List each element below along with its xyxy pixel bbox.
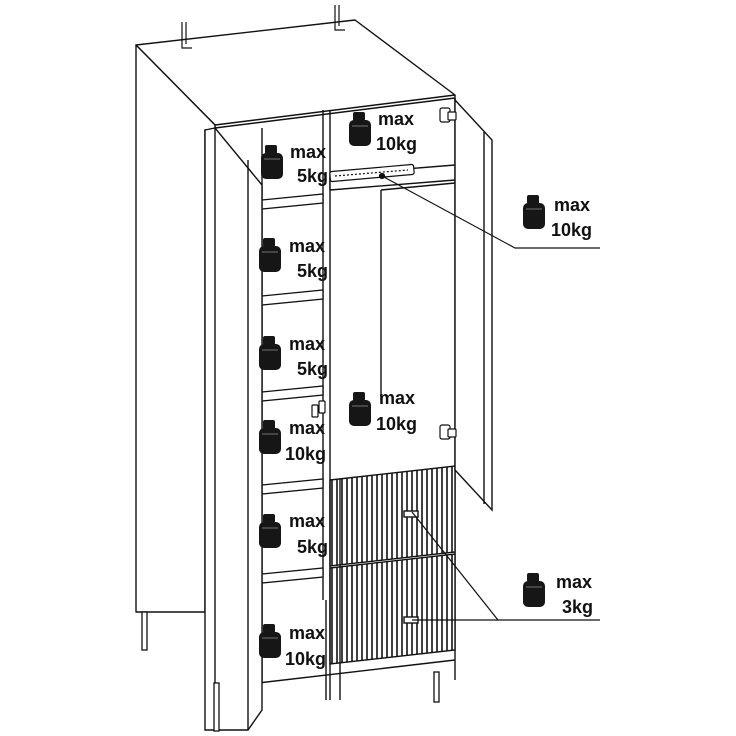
label-max: max [289,334,325,354]
label-capacity: 10kg [285,444,326,464]
label-max: max [289,418,325,438]
label-max: max [289,623,325,643]
left-door [204,127,263,731]
load-label-drawers: max 3kg [522,572,593,617]
label-capacity: 5kg [297,537,328,557]
weight-icon [522,194,546,230]
label-capacity: 5kg [297,359,328,379]
load-label-shelf-2: max 5kg [258,236,328,281]
label-capacity: 10kg [551,220,592,240]
load-label-bottom-left: max 10kg [258,623,326,669]
load-label-rail: max 10kg [522,194,592,240]
weight-icon [522,572,546,608]
load-label-shelf-1: max 5kg [260,142,328,186]
leg-front-right [433,671,440,703]
label-capacity: 10kg [376,414,417,434]
wall-brackets [181,5,345,49]
right-door [454,98,493,512]
legs [141,611,440,732]
hinge-icon [439,107,457,440]
label-max: max [290,142,326,162]
label-max: max [554,195,590,215]
weight-icon [348,391,372,427]
leg-front-left [213,682,220,732]
label-capacity: 5kg [297,261,328,281]
shelf-1 [261,193,324,210]
drawer-lower [329,553,456,665]
shelf-4 [261,478,324,495]
weight-icon [348,111,372,147]
cabinet-left-side [135,44,216,613]
label-max: max [289,511,325,531]
load-label-top-shelf-right: max 10kg [348,109,417,154]
label-max: max [289,236,325,256]
label-capacity: 10kg [285,649,326,669]
shelf-3 [261,385,324,402]
load-label-shelf-3: max 5kg [258,334,328,379]
label-max: max [378,109,414,129]
left-shelves [261,193,324,584]
label-capacity: 3kg [562,597,593,617]
shelf-support-icon [311,400,326,418]
leg-back-left [141,611,148,651]
leader-lines [381,175,600,621]
weight-icon [260,144,284,180]
load-label-shelf-4: max 10kg [258,418,326,464]
label-max: max [379,388,415,408]
drawer-upper-handle [403,510,419,518]
label-max: max [556,572,592,592]
shelf-2 [261,289,324,306]
drawers [325,465,456,700]
load-label-shelf-5: max 5kg [258,511,328,557]
hanging-rail-icon [329,163,415,183]
label-capacity: 5kg [297,166,328,186]
drawer-upper [329,465,456,567]
shelf-5 [261,567,324,584]
load-label-right-middle: max 10kg [348,388,417,434]
label-capacity: 10kg [376,134,417,154]
